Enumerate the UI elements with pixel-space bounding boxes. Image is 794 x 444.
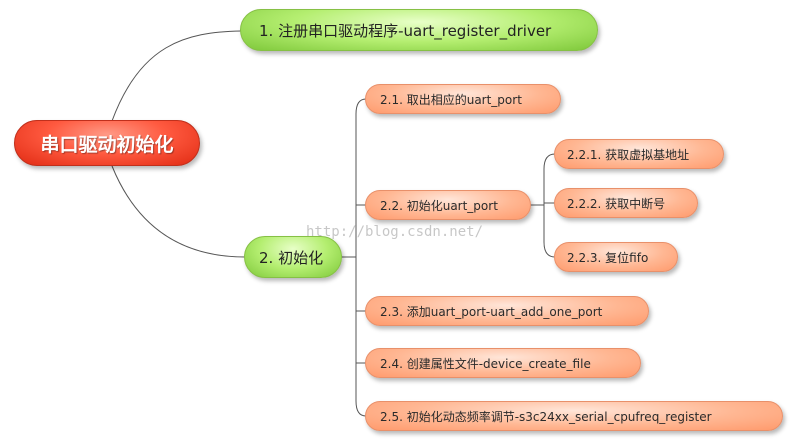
node-2-3-add-one-port[interactable]: 2.3. 添加uart_port-uart_add_one_port (365, 296, 649, 326)
connector-root-branch1 (111, 30, 242, 122)
node-2-3-label: 2.3. 添加uart_port-uart_add_one_port (380, 304, 603, 319)
branch-register-driver[interactable]: 1. 注册串口驱动程序-uart_register_driver (240, 9, 598, 51)
node-2-2-1-virtual-base[interactable]: 2.2.1. 获取虚拟基地址 (554, 139, 724, 169)
branch-register-driver-label: 1. 注册串口驱动程序-uart_register_driver (259, 21, 552, 40)
connector-branch2-spine (355, 98, 367, 417)
branch-init[interactable]: 2. 初始化 (244, 236, 342, 278)
node-2-4-device-create-file[interactable]: 2.4. 创建属性文件-device_create_file (365, 348, 641, 378)
branch-init-label: 2. 初始化 (259, 248, 324, 267)
connector-root-branch2 (111, 165, 246, 258)
node-2-2-3-reset-fifo[interactable]: 2.2.3. 复位fifo (554, 242, 678, 272)
node-2-2-1-label: 2.2.1. 获取虚拟基地址 (567, 147, 690, 162)
node-2-5-label: 2.5. 初始化动态频率调节-s3c24xx_serial_cpufreq_re… (380, 409, 712, 424)
node-2-2-init-uart-port[interactable]: 2.2. 初始化uart_port (365, 190, 531, 220)
node-2-2-2-label: 2.2.2. 获取中断号 (567, 196, 666, 211)
root-node-label: 串口驱动初始化 (40, 133, 174, 156)
node-2-2-label: 2.2. 初始化uart_port (380, 198, 498, 213)
node-2-5-cpufreq-register[interactable]: 2.5. 初始化动态频率调节-s3c24xx_serial_cpufreq_re… (365, 401, 783, 431)
root-node[interactable]: 串口驱动初始化 (14, 120, 200, 166)
node-2-1-get-uart-port[interactable]: 2.1. 取出相应的uart_port (365, 84, 561, 114)
node-2-2-2-irq[interactable]: 2.2.2. 获取中断号 (554, 188, 698, 218)
node-2-4-label: 2.4. 创建属性文件-device_create_file (380, 356, 591, 371)
watermark-text: http://blog.csdn.net/ (306, 224, 484, 240)
node-2-1-label: 2.1. 取出相应的uart_port (380, 92, 522, 107)
node-2-2-3-label: 2.2.3. 复位fifo (567, 250, 649, 265)
